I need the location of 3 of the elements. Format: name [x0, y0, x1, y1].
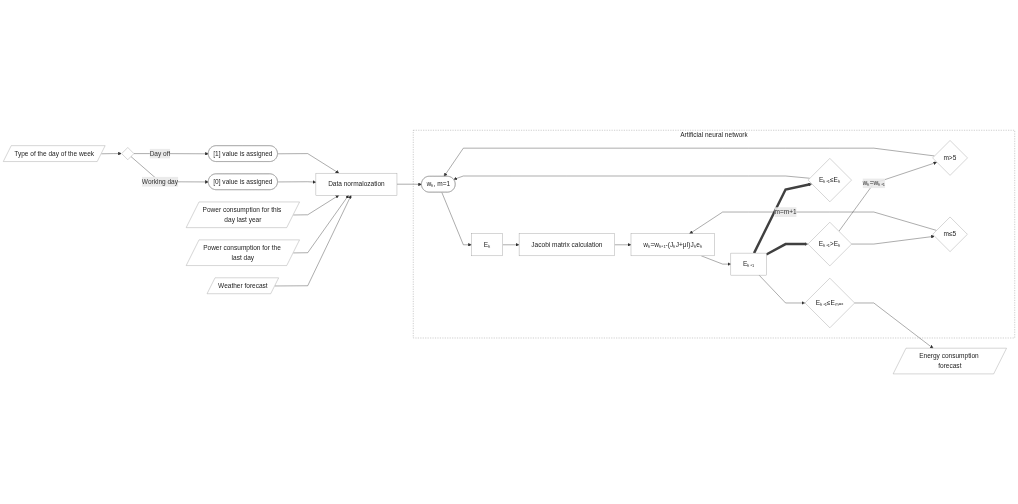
- arrow: [752, 182, 812, 254]
- arrow: [765, 242, 808, 256]
- node-diamond: [121, 147, 135, 160]
